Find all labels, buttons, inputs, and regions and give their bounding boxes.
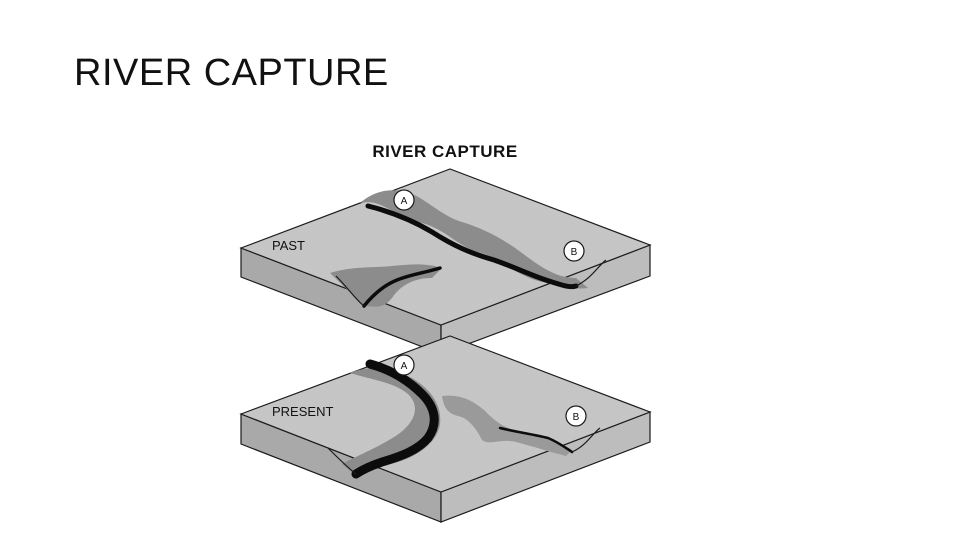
past-marker-a-label: A [401, 196, 408, 207]
past-label: PAST [272, 238, 305, 253]
present-misfit-stream [498, 426, 574, 454]
present-captured-river [351, 359, 439, 479]
river-capture-diagram: RIVER CAPTURE [232, 128, 662, 528]
slide-title: RIVER CAPTURE [74, 52, 389, 94]
past-main-valley [360, 190, 588, 289]
present-marker-b [565, 405, 587, 427]
diagram-svg: RIVER CAPTURE [239, 142, 652, 523]
present-block: A B PRESENT [239, 335, 652, 523]
present-beheaded-valley [442, 395, 572, 456]
past-tributary-river [362, 266, 442, 308]
past-marker-a [393, 189, 415, 211]
past-block: A B PAST [239, 168, 652, 355]
past-main-river [365, 203, 579, 290]
past-marker-b [563, 240, 585, 262]
present-marker-a-label: A [401, 361, 408, 372]
present-marker-b-label: B [573, 412, 580, 423]
present-label: PRESENT [272, 404, 333, 419]
past-marker-b-label: B [571, 247, 578, 258]
present-marker-a [393, 354, 415, 376]
diagram-title: RIVER CAPTURE [372, 142, 517, 161]
